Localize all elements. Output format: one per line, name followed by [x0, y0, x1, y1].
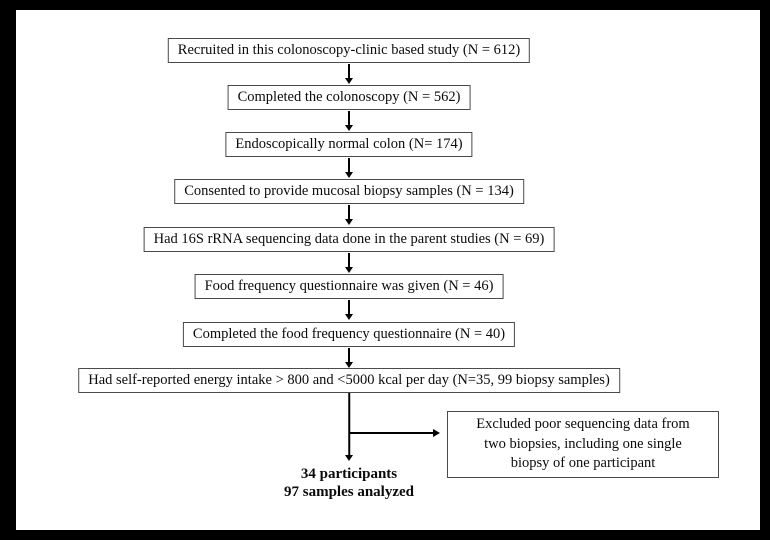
arrow-stem-line [348, 393, 350, 455]
flowchart-canvas: Recruited in this colonoscopy-clinic bas… [16, 10, 760, 530]
exclusion-line: two biopsies, including one single [484, 435, 682, 452]
flow-step-normal-colon: Endoscopically normal colon (N= 174) [225, 132, 473, 157]
result-participants: 34 participants [300, 466, 398, 482]
arrow-down-icon [345, 455, 353, 461]
arrow-down-icon [345, 205, 353, 225]
arrow-down-icon [345, 348, 353, 368]
arrow-down-icon [345, 158, 353, 178]
flow-step-energy-intake: Had self-reported energy intake > 800 an… [78, 368, 620, 393]
exclusion-line: Excluded poor sequencing data from [476, 416, 690, 432]
result-label: 34 participants 97 samples analyzed [284, 466, 414, 501]
flow-step-ffq-completed: Completed the food frequency questionnai… [182, 322, 516, 347]
result-samples: 97 samples analyzed [283, 483, 415, 500]
flow-step-ffq-given: Food frequency questionnaire was given (… [194, 274, 504, 299]
flow-step-completed-colonoscopy: Completed the colonoscopy (N = 562) [227, 85, 471, 110]
arrow-down-icon [345, 253, 353, 273]
flow-step-16s-sequencing: Had 16S rRNA sequencing data done in the… [143, 227, 555, 252]
flow-step-consented-biopsy: Consented to provide mucosal biopsy samp… [174, 179, 524, 204]
exclusion-line: biopsy of one participant [510, 455, 656, 471]
flow-step-recruited: Recruited in this colonoscopy-clinic bas… [167, 38, 531, 63]
arrow-right-icon [433, 429, 440, 437]
exclusion-box: Excluded poor sequencing data from two b… [447, 411, 719, 478]
arrow-down-icon [345, 64, 353, 84]
arrow-down-icon [345, 111, 353, 131]
arrow-down-icon [345, 300, 353, 320]
branch-line [349, 432, 433, 434]
